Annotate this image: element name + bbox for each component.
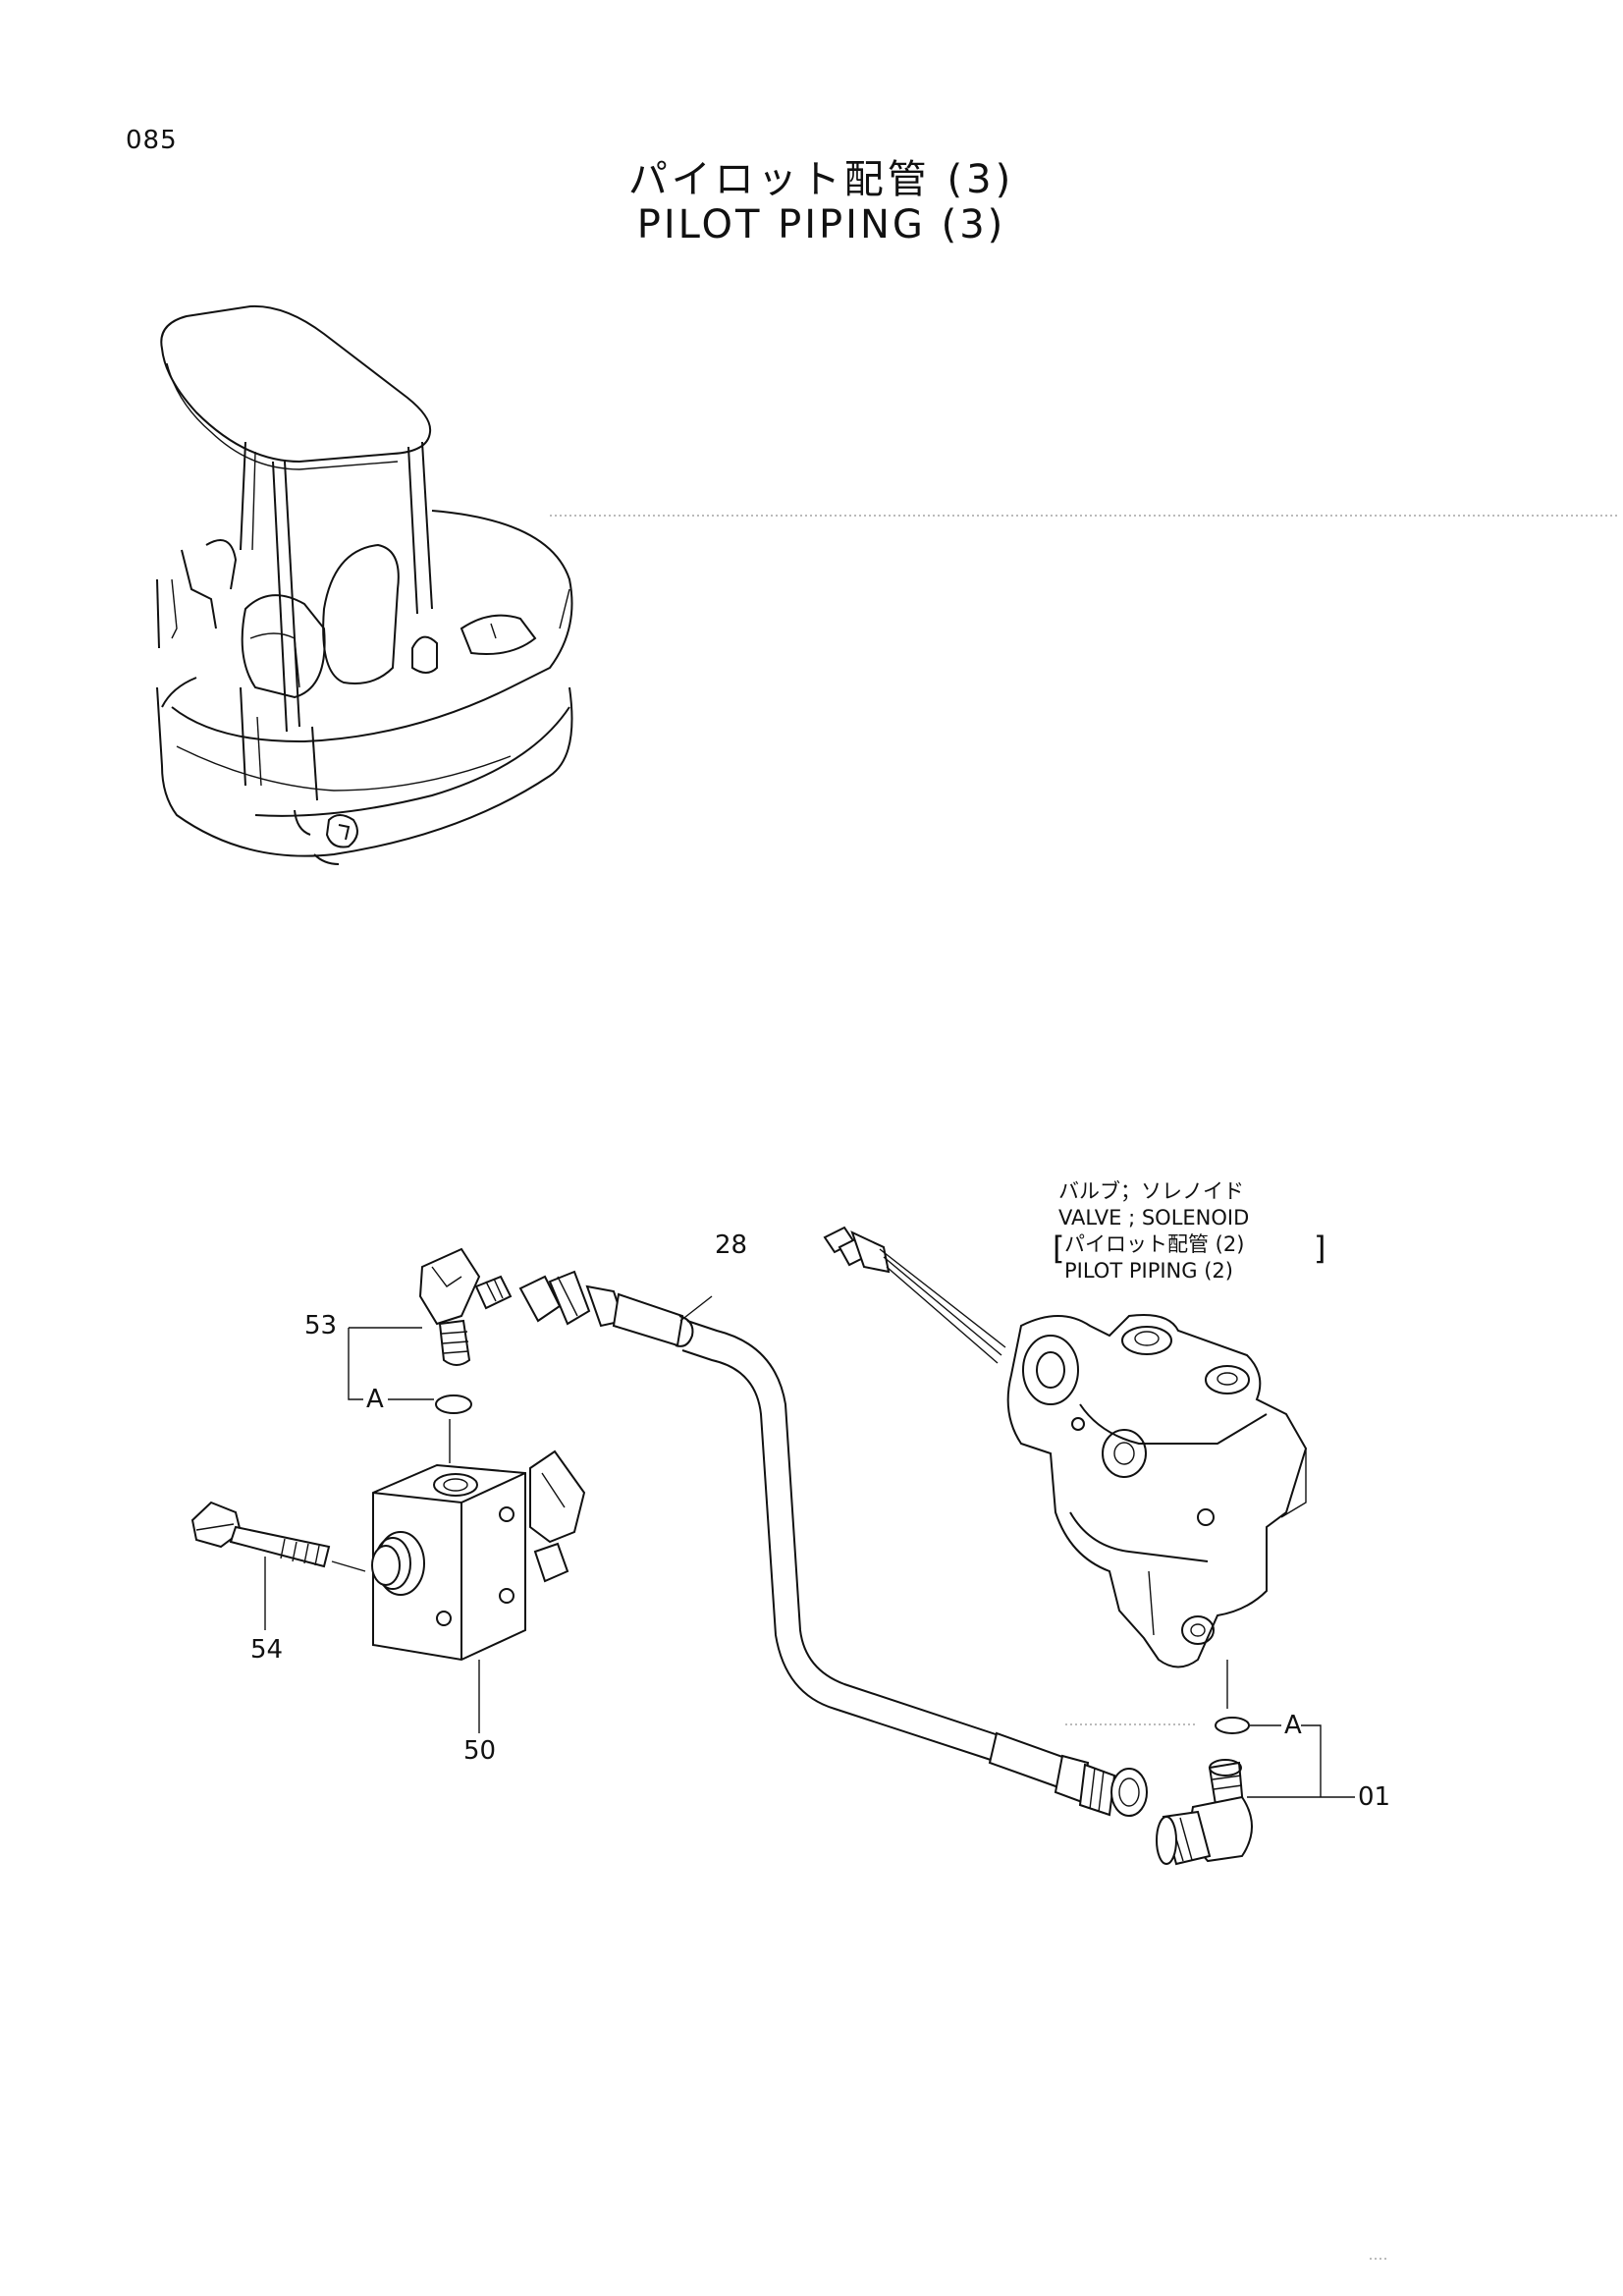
callout-28: 28 [715, 1230, 748, 1260]
bracket-53 [348, 1328, 363, 1400]
callout-a-left: A [366, 1385, 384, 1414]
page-title-japanese: パイロット配管 (3) [627, 157, 1015, 202]
page-title-english: PILOT PIPING (3) [636, 202, 1006, 247]
part-01-elbow-fitting [1156, 1759, 1253, 1866]
bracket-01 [1301, 1724, 1322, 1797]
callout-54: 54 [250, 1635, 284, 1665]
excavator-overview-illustration [156, 304, 573, 865]
part-54-bolt [190, 1501, 366, 1572]
part-53-elbow-fitting [418, 1247, 513, 1366]
o-ring-right [1215, 1717, 1250, 1734]
part-50-valve-block [371, 1449, 586, 1662]
callout-53: 53 [304, 1311, 338, 1340]
solenoid-valve-illustration [823, 1226, 1308, 1668]
reference-bracket-left: [ [1053, 1230, 1065, 1267]
reference-see-jp: パイロット配管 (2) [1064, 1232, 1245, 1256]
reference-bracket-right: ] [1314, 1230, 1326, 1267]
callout-50: 50 [463, 1736, 497, 1766]
reference-label: バルブ；ソレノイド VALVE ; SOLENOID パイロット配管 (2) P… [1058, 1178, 1249, 1285]
leader-28 [679, 1295, 713, 1322]
reference-line-jp: バルブ；ソレノイド [1058, 1179, 1244, 1203]
part-28-hose [518, 1270, 1148, 1817]
reference-line-en: VALVE ; SOLENOID [1058, 1206, 1250, 1230]
page-number: 085 [126, 126, 178, 155]
reference-see-en: PILOT PIPING (2) [1064, 1259, 1233, 1283]
callout-a-right: A [1284, 1711, 1302, 1740]
callout-01: 01 [1358, 1782, 1391, 1812]
o-ring-left [435, 1394, 472, 1414]
